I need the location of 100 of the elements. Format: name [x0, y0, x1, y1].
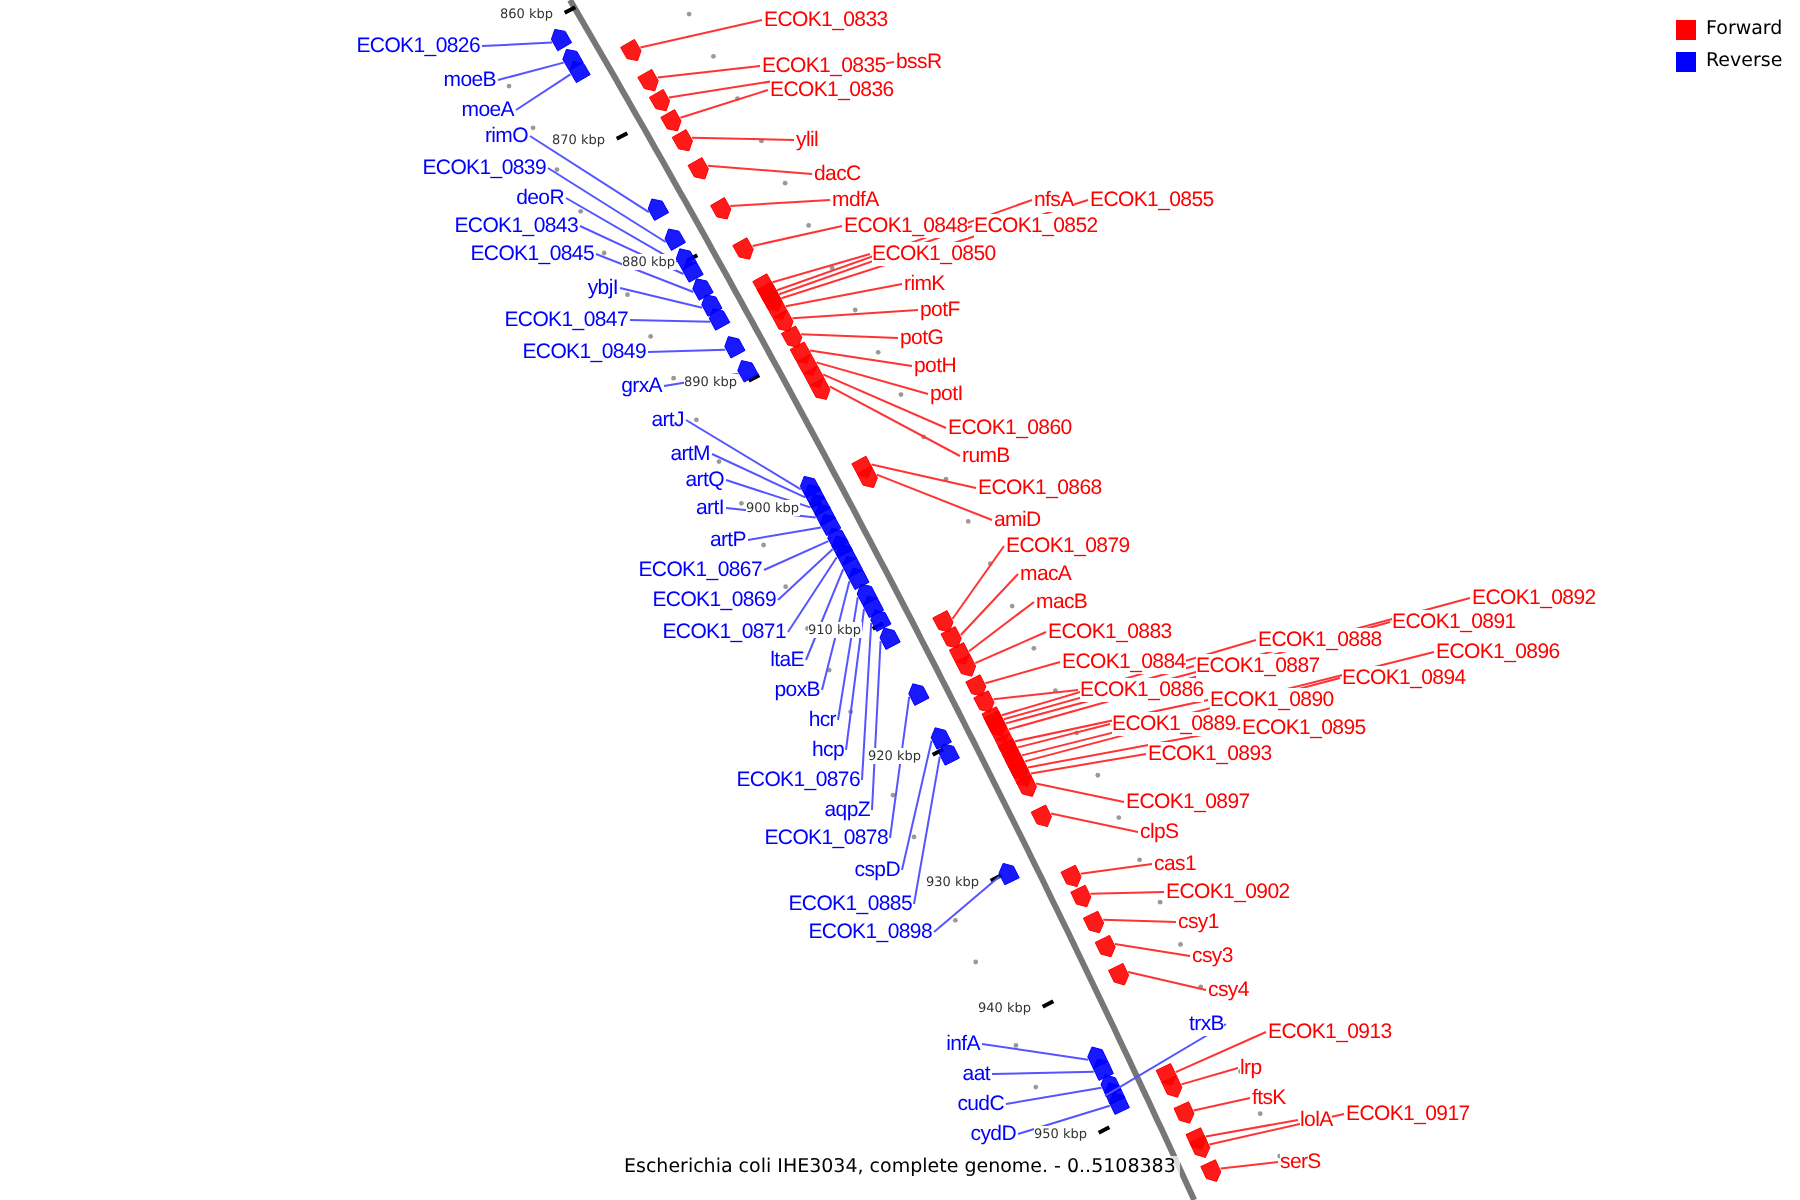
gene-block	[637, 68, 659, 92]
gene-label: ECOK1_0898	[808, 920, 932, 944]
gene-block	[938, 743, 960, 766]
leader-line	[1017, 723, 1111, 749]
gene-block	[701, 294, 723, 317]
leader-line	[679, 89, 769, 119]
gene-label: artM	[670, 442, 710, 466]
gene-label: ECOK1_0884	[1062, 650, 1186, 674]
gene-block	[772, 309, 794, 332]
gene-label: ECOK1_0855	[1090, 188, 1214, 212]
gene-label: ECOK1_0890	[1210, 688, 1334, 712]
gene-block	[997, 738, 1019, 761]
gene-label: ECOK1_0848	[844, 214, 968, 238]
gene-label: grxA	[621, 374, 662, 398]
leader-line	[845, 608, 865, 751]
leader-line	[639, 19, 763, 49]
gene-label: ECOK1_0845	[470, 242, 594, 266]
leader-line	[1005, 1086, 1103, 1105]
gene-label: macA	[1020, 562, 1072, 586]
gene-block	[687, 157, 709, 180]
gene-label: artQ	[685, 468, 724, 492]
gene-block	[737, 360, 759, 383]
gene-label: ECOK1_0917	[1346, 1102, 1470, 1126]
leader-line	[828, 385, 961, 457]
gene-label: ECOK1_0902	[1166, 880, 1290, 904]
gene-label: deoR	[516, 186, 564, 210]
leader-line	[815, 361, 929, 395]
gene-label: csy3	[1192, 944, 1233, 968]
leader-line	[529, 135, 650, 214]
gene-block	[930, 727, 952, 750]
gene-label: aqpZ	[824, 798, 870, 822]
gene-label: ECOK1_0869	[652, 588, 776, 612]
leader-line	[1174, 1031, 1267, 1074]
gene-label: ECOK1_0860	[948, 416, 1072, 440]
leader-line	[809, 349, 913, 367]
gene-label: cudC	[957, 1092, 1004, 1116]
leader-line	[711, 453, 807, 499]
leader-line	[647, 348, 727, 353]
leader-line	[981, 1043, 1090, 1061]
gene-label: hcr	[808, 708, 836, 732]
leader-line	[690, 136, 795, 141]
gene-label: rimO	[484, 124, 528, 148]
leader-line	[991, 1070, 1095, 1075]
gene-block	[1189, 1135, 1211, 1158]
gene-label: ECOK1_0891	[1392, 610, 1516, 634]
leader-line	[497, 61, 565, 81]
leader-line	[706, 164, 813, 175]
gene-label: ECOK1_0849	[522, 340, 646, 364]
gene-block	[660, 109, 682, 132]
gene-label: ECOK1_0896	[1436, 640, 1560, 664]
gene-label: ECOK1_0888	[1258, 628, 1382, 652]
leader-line	[1219, 1161, 1279, 1170]
gene-label: ECOK1_0886	[1080, 678, 1204, 702]
gene-label: macB	[1036, 590, 1088, 614]
gene-block	[780, 325, 803, 348]
gene-label: ECOK1_0867	[638, 558, 762, 582]
leader-line	[933, 875, 1001, 933]
gene-block	[809, 377, 831, 400]
gene-block	[692, 278, 714, 301]
leader-line	[787, 556, 838, 633]
gene-label: ECOK1_0887	[1196, 654, 1320, 678]
gene-label: ECOK1_0892	[1472, 586, 1596, 610]
gene-label: ECOK1_0836	[770, 78, 894, 102]
leader-line	[1089, 891, 1165, 895]
gene-label: ECOK1_0868	[978, 476, 1102, 500]
gene-block	[973, 690, 995, 713]
gene-block	[648, 88, 671, 112]
leader-line	[619, 287, 704, 309]
gene-label: ECOK1_0913	[1268, 1020, 1392, 1044]
gene-label: ylil	[796, 128, 819, 152]
gene-label: serS	[1280, 1150, 1321, 1174]
gene-label: ECOK1_0847	[504, 308, 628, 332]
leader-line	[1127, 971, 1207, 991]
gene-block	[879, 627, 901, 650]
leader-line	[1017, 1104, 1111, 1135]
leader-line	[777, 548, 834, 601]
gene-block	[664, 228, 686, 251]
gene-label: ECOK1_0893	[1148, 742, 1272, 766]
leader-line	[968, 601, 1035, 653]
gene-label: rumB	[962, 444, 1010, 468]
leader-line	[901, 739, 933, 871]
gene-block	[682, 260, 704, 283]
gene-block	[1030, 804, 1052, 828]
gene-label: moeB	[443, 68, 496, 92]
gene-block	[1092, 1058, 1114, 1081]
gene-label: ECOK1_0871	[662, 620, 786, 644]
gene-block	[998, 862, 1020, 886]
leader-line	[751, 225, 843, 247]
gene-label: ECOK1_0879	[1006, 534, 1130, 558]
gene-block	[1070, 884, 1092, 908]
gene-block	[1200, 1159, 1222, 1182]
gene-label: ECOK1_0852	[974, 214, 1098, 238]
gene-label: rimK	[904, 272, 945, 296]
leader-line	[870, 463, 977, 489]
leader-line	[1030, 753, 1147, 775]
gene-block	[647, 198, 670, 221]
leader-line	[565, 197, 678, 263]
gene-label: ECOK1_0843	[454, 214, 578, 238]
gene-label: ECOK1_0897	[1126, 790, 1250, 814]
leader-line	[685, 419, 802, 491]
